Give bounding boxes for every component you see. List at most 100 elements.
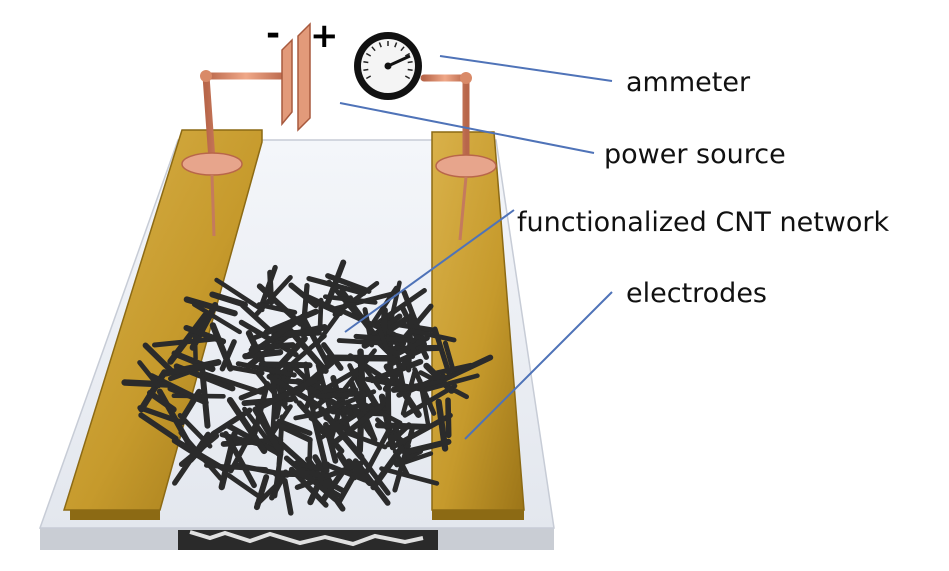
negative-terminal-sign: -	[266, 14, 280, 54]
nanotube	[191, 302, 242, 335]
nanotube	[183, 296, 238, 317]
gauge-tick	[394, 42, 398, 48]
nanotube	[267, 269, 275, 306]
nanotube	[409, 328, 457, 343]
nanotube	[445, 397, 452, 439]
nanotube	[299, 381, 354, 416]
nanotube	[180, 388, 202, 420]
gauge-tick	[407, 68, 413, 72]
nanotube	[167, 312, 209, 365]
ammeter-label: ammeter	[626, 67, 751, 98]
gauge-tick	[363, 68, 369, 72]
nanotube	[162, 359, 222, 377]
nanotube	[382, 347, 417, 392]
power-source-plates-icon	[281, 22, 311, 132]
nanotube	[405, 438, 452, 455]
nanotube	[442, 340, 456, 374]
nanotube	[138, 412, 179, 442]
leader-lines	[339, 55, 613, 440]
nanotube	[137, 360, 161, 389]
nanotube	[147, 390, 177, 413]
nanotube	[225, 472, 261, 499]
gauge-tick	[400, 46, 405, 52]
nanotube	[219, 339, 237, 372]
nanotube	[304, 295, 344, 317]
nanotube	[318, 406, 365, 461]
ammeter-gauge-icon	[354, 32, 422, 100]
nanotube	[336, 338, 381, 346]
power-source-label: power source	[604, 139, 786, 170]
nanotube	[364, 428, 391, 474]
copper-wiring	[181, 70, 497, 241]
nanotube	[346, 458, 373, 487]
nanotube	[392, 334, 430, 358]
nanotube	[177, 412, 213, 449]
nanotube	[273, 421, 313, 443]
nanotube	[423, 362, 455, 394]
gauge-tick	[404, 75, 411, 80]
nanotube	[392, 412, 453, 449]
nanotube	[347, 353, 391, 384]
nanotube	[223, 430, 257, 489]
nanotube	[432, 326, 452, 377]
nanotube	[272, 449, 284, 499]
nanotube	[214, 277, 265, 313]
nanotube	[322, 421, 339, 464]
nanotube	[296, 400, 345, 454]
nanotube	[202, 371, 264, 395]
nanotube	[280, 361, 296, 397]
nanotube	[226, 397, 268, 455]
gauge-tick	[404, 52, 411, 57]
nanotube	[189, 302, 219, 351]
nanotube	[279, 333, 327, 375]
nanotube	[183, 324, 227, 345]
nanotube	[276, 418, 313, 436]
nanotube	[226, 364, 265, 376]
nanotube	[306, 276, 367, 296]
nanotube	[296, 359, 335, 394]
nanotube	[299, 313, 331, 367]
gauge-tick	[365, 75, 372, 80]
gauge-tick	[407, 60, 413, 64]
nanotube	[258, 361, 313, 369]
nanotube	[424, 373, 480, 392]
nanotube	[390, 379, 445, 393]
nanotube	[256, 283, 304, 327]
nanotube	[242, 406, 281, 457]
nanotube	[392, 449, 410, 478]
nanotube	[434, 362, 474, 376]
cnt-network	[121, 259, 494, 516]
nanotube	[256, 302, 298, 315]
nanotube	[357, 348, 367, 415]
nanotube	[283, 455, 338, 502]
gauge-tick	[378, 42, 382, 48]
gauge-tick	[365, 52, 372, 57]
cnt-network-label: functionalized CNT network	[517, 207, 889, 238]
nanotube	[137, 405, 186, 426]
nanotube	[282, 477, 294, 516]
nanotube	[246, 319, 299, 358]
nanotube	[327, 463, 368, 483]
nanotube	[252, 406, 282, 453]
nanotube	[375, 321, 390, 351]
nanotube	[300, 283, 310, 338]
nanotube	[240, 302, 272, 332]
nanotube	[209, 291, 248, 308]
electrodes-label: electrodes	[626, 278, 767, 309]
nanotube	[314, 390, 366, 399]
positive-terminal-sign: +	[310, 16, 339, 56]
nanotube	[321, 342, 344, 371]
nanotube	[121, 379, 172, 388]
nanotube	[412, 367, 437, 416]
nanotube	[357, 399, 403, 426]
nanotube	[322, 294, 378, 305]
nanotube	[266, 373, 322, 409]
nanotube	[178, 430, 224, 481]
nanotube	[374, 422, 430, 430]
gauge-tick	[371, 46, 376, 52]
nanotube	[210, 407, 253, 437]
nanotube	[204, 463, 269, 472]
nanotube	[172, 431, 211, 486]
gauge-tick	[363, 60, 369, 64]
